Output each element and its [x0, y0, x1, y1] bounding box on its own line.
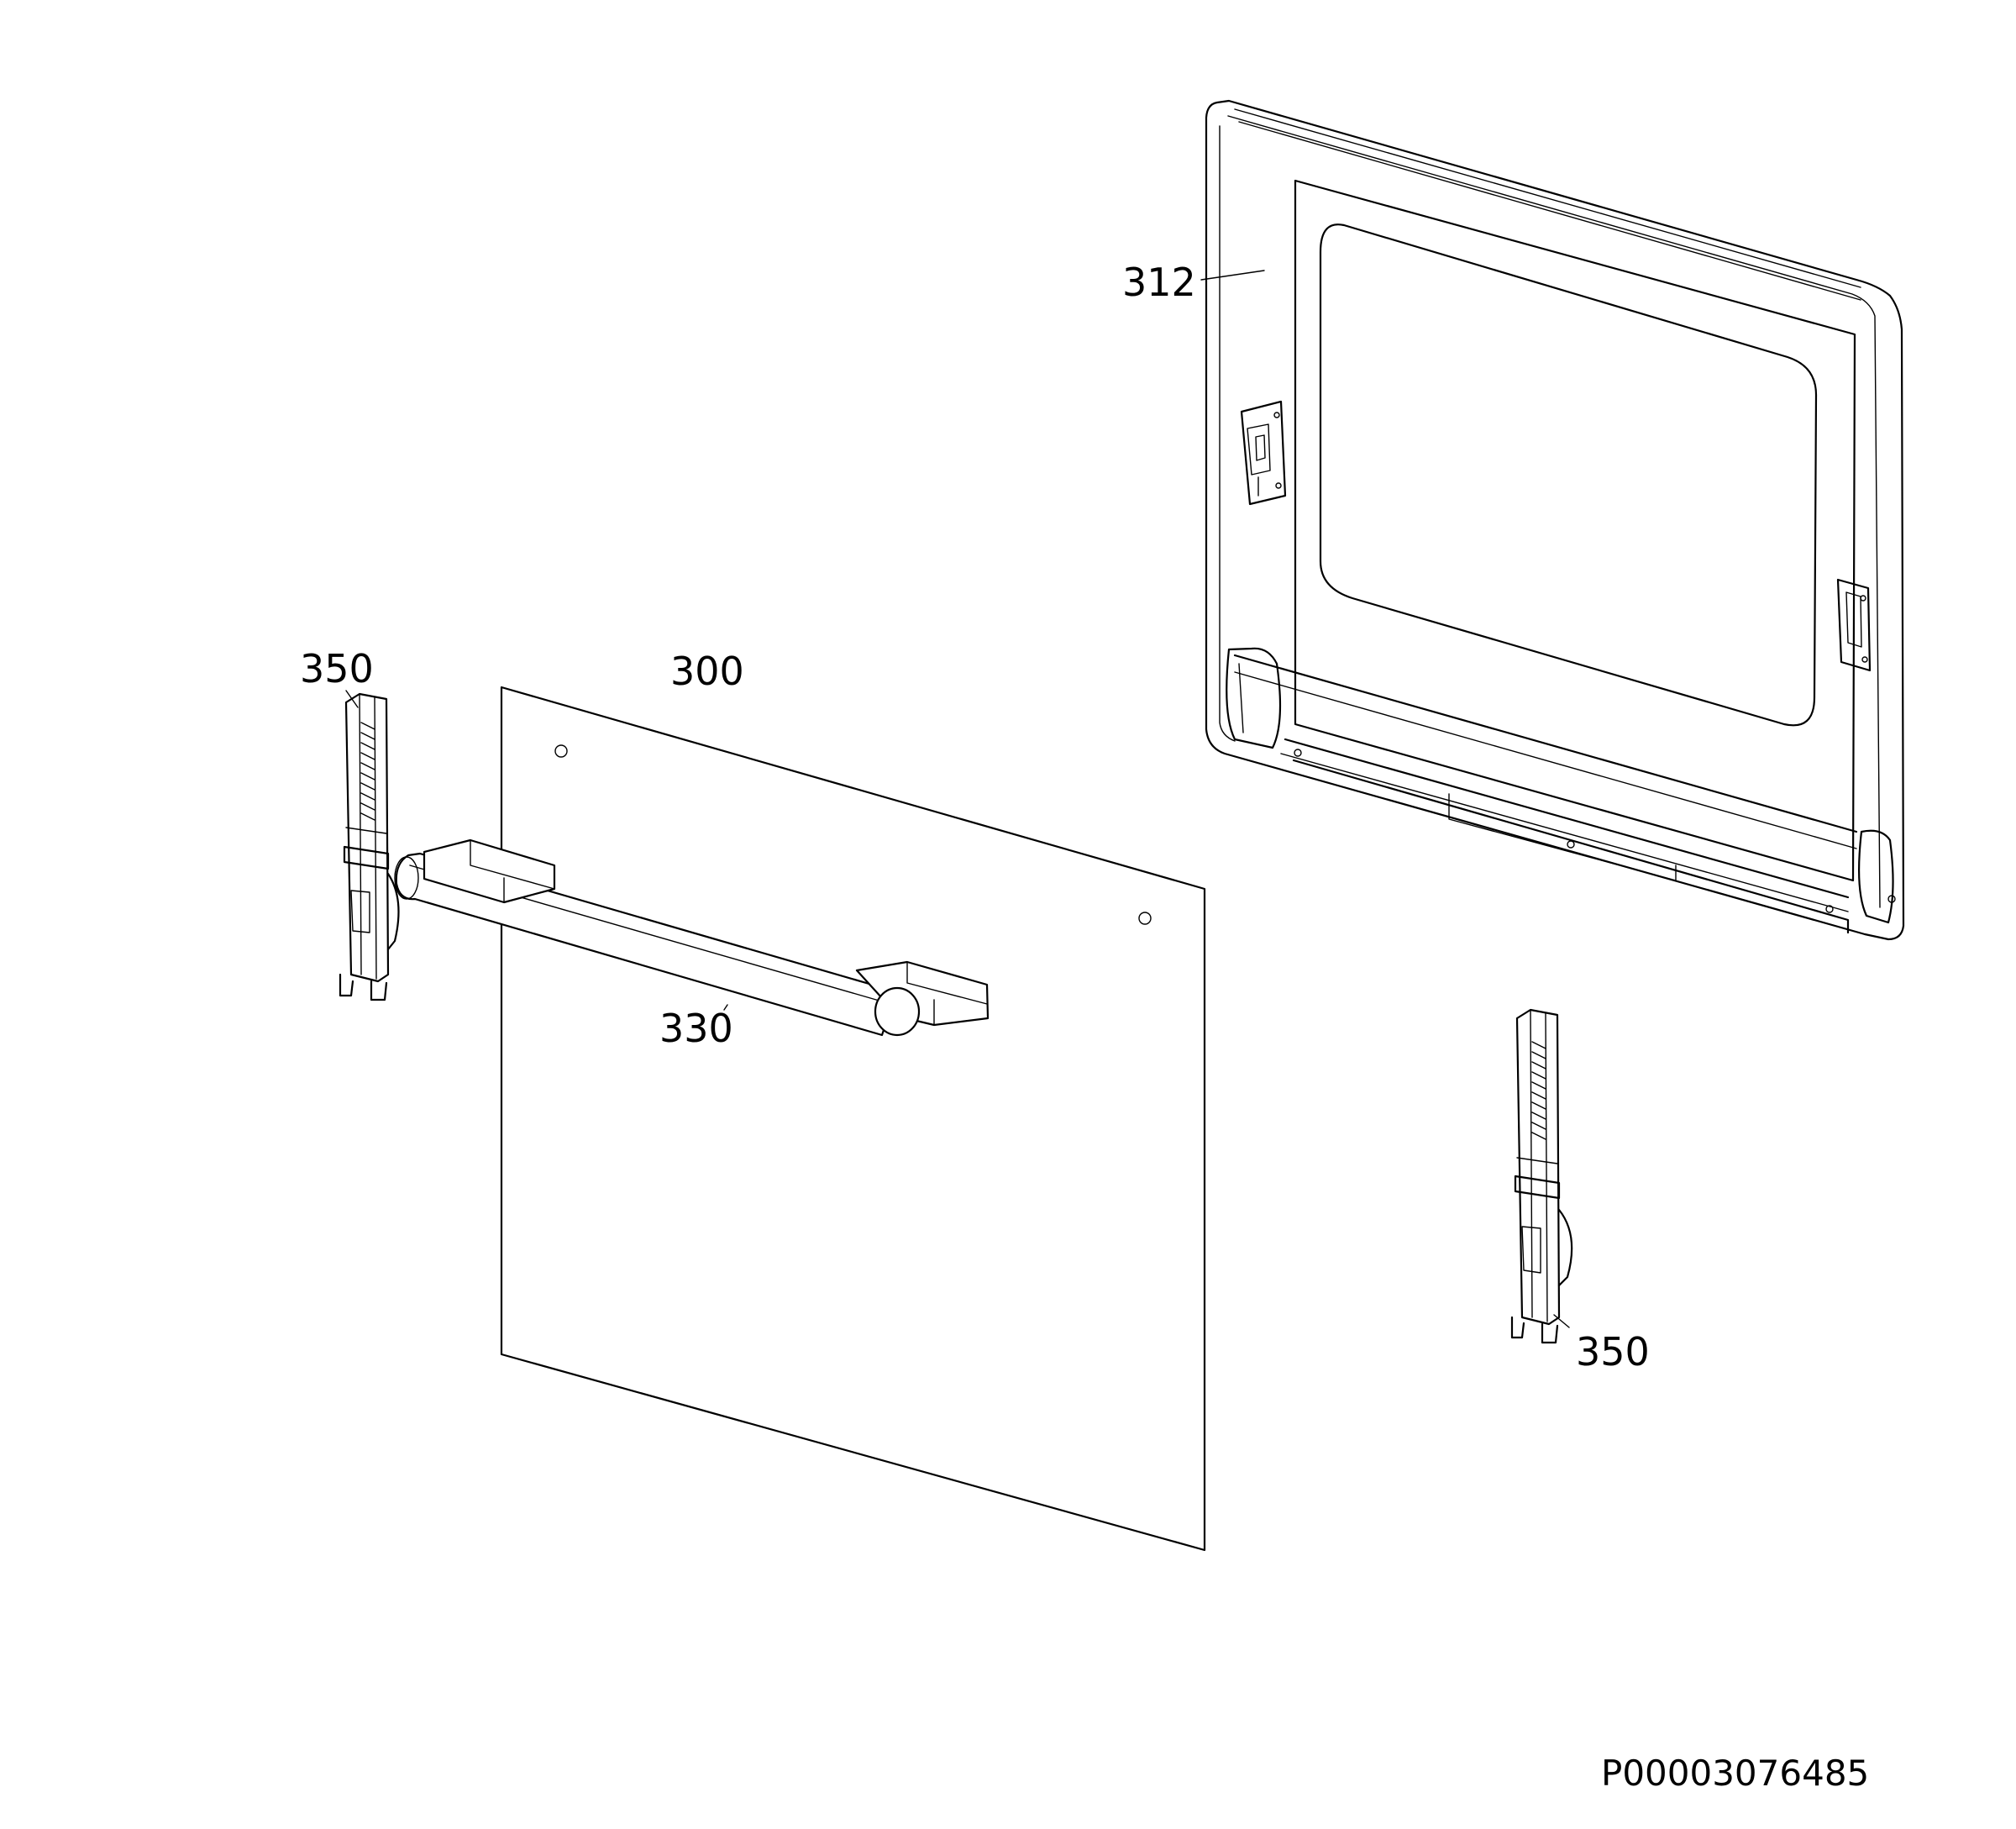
- label-300: 300: [670, 649, 744, 694]
- hinge-left: [339, 692, 400, 1001]
- frame-hinge-plate-left: [1240, 400, 1287, 506]
- label-350-left: 350: [300, 646, 374, 691]
- inner-door-frame: [1205, 99, 1905, 941]
- leader-lines: [345, 270, 1570, 1328]
- door-handle: [394, 838, 990, 1037]
- label-350-right: 350: [1576, 1329, 1650, 1374]
- frame-hinge-plate-right: [1836, 578, 1872, 672]
- label-312: 312: [1122, 260, 1196, 305]
- label-330: 330: [659, 1006, 733, 1051]
- drawing-id: P00003076485: [1601, 1753, 1869, 1794]
- hinge-right: [1510, 1008, 1573, 1344]
- outer-glass-panel: [500, 686, 1206, 1552]
